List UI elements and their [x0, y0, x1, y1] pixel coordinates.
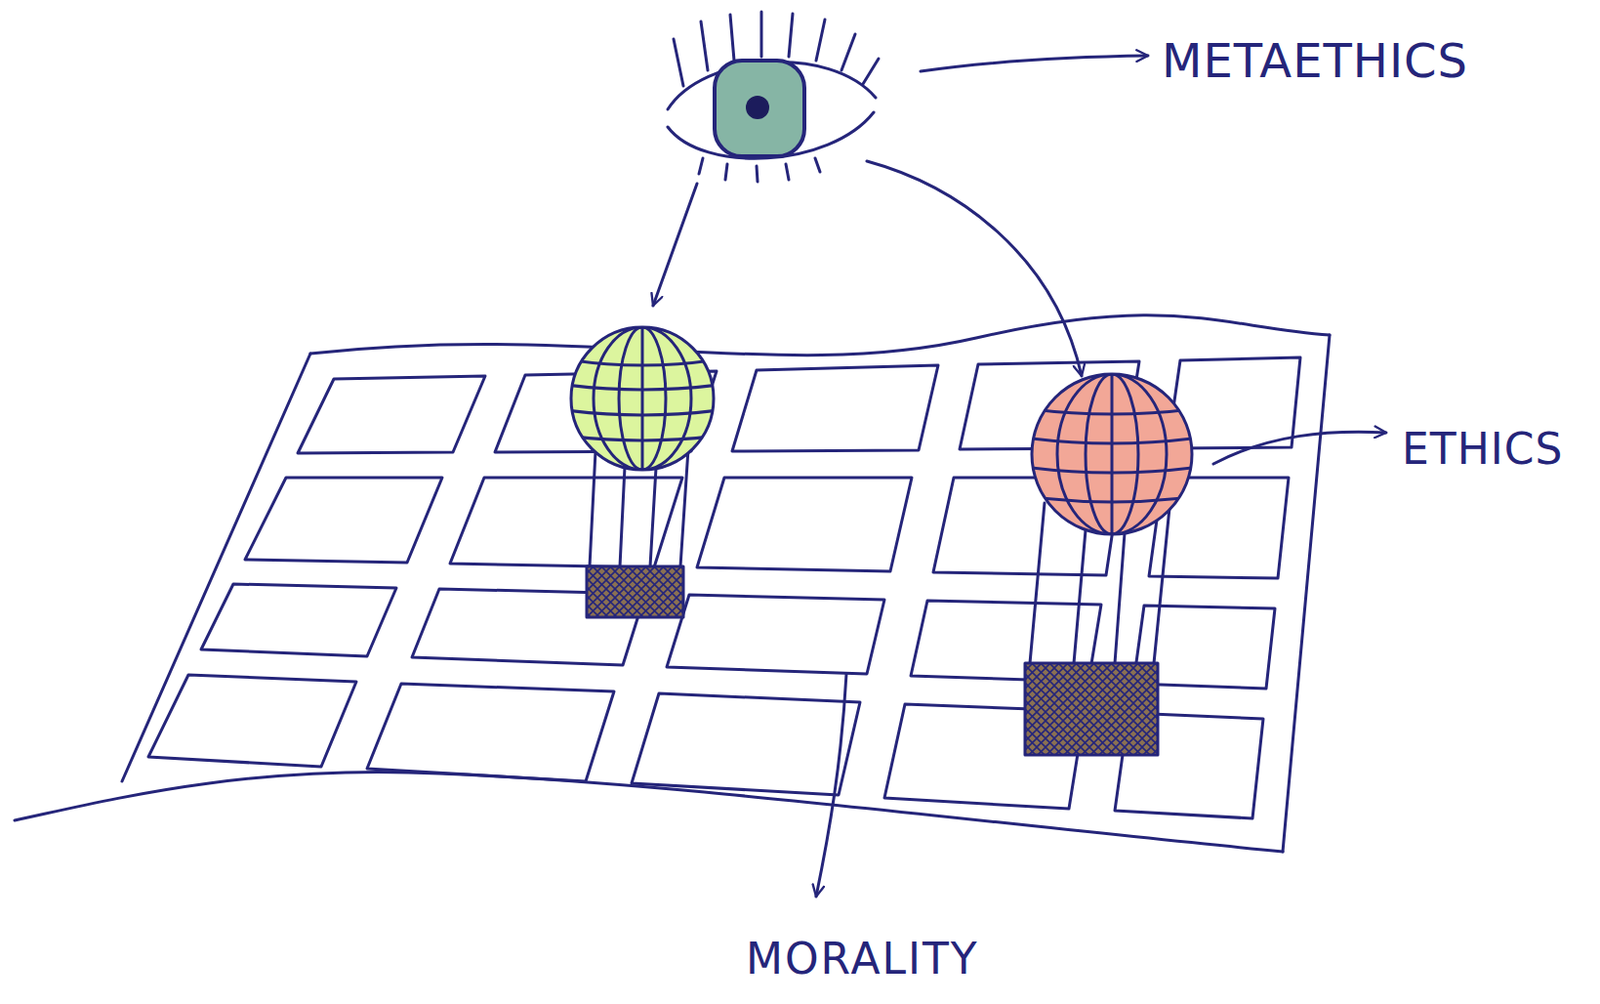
eyelash [841, 34, 856, 71]
eyelash [816, 19, 825, 61]
eyelashes [673, 11, 879, 182]
parallel [566, 359, 719, 366]
pupil [745, 95, 770, 120]
leader-arrow [816, 673, 847, 897]
city-block [245, 477, 443, 563]
parallel [1025, 495, 1199, 502]
parallel [566, 384, 719, 390]
balloon-outline [1031, 373, 1192, 534]
meridian [641, 322, 645, 475]
callout-label: MORALITY [745, 937, 980, 981]
meridian [1110, 370, 1114, 537]
green-balloon [566, 322, 719, 617]
city-block [450, 477, 683, 568]
eyelash [815, 158, 821, 172]
rope [1114, 533, 1125, 663]
map-edge [122, 353, 311, 781]
city-block [666, 594, 885, 674]
eyelash [760, 11, 764, 57]
city-block [201, 583, 397, 657]
city-block [631, 693, 861, 795]
city-block [148, 674, 357, 767]
map-edge [1282, 334, 1330, 852]
city-blocks [148, 357, 1301, 819]
eyelash [698, 158, 703, 174]
rope [1029, 502, 1045, 663]
rope [680, 449, 689, 567]
parallel [1025, 437, 1199, 444]
map-sheet [14, 315, 1330, 852]
gaze-arrow [653, 183, 698, 306]
rope [589, 451, 596, 567]
balloon-basket [586, 566, 684, 617]
eyelash [673, 39, 684, 86]
eye [667, 11, 879, 182]
basket-hatching [586, 566, 684, 617]
city-block [732, 365, 939, 452]
rope [619, 466, 625, 567]
city-block [297, 375, 486, 453]
callout-label: METAETHICS [1161, 37, 1469, 84]
eyelash [730, 14, 735, 61]
balloon-basket [1025, 662, 1158, 755]
leader-arrow [1213, 431, 1387, 464]
parallel [566, 410, 719, 415]
city-block [367, 683, 615, 781]
envelope-grid [566, 322, 719, 475]
iris [714, 60, 805, 157]
map-edge [310, 315, 1330, 356]
balloon-outline [571, 327, 714, 470]
city-block [697, 477, 912, 572]
eyelash [756, 165, 758, 182]
eyelash [785, 164, 789, 180]
rope [1153, 507, 1170, 663]
red-balloon [1025, 370, 1199, 755]
callout-label: ETHICS [1401, 427, 1563, 471]
eyelash [700, 21, 708, 71]
envelope-grid [1025, 370, 1199, 537]
rope [1073, 530, 1086, 663]
parallel [1025, 466, 1199, 473]
eyelash [725, 164, 728, 180]
rope [650, 467, 657, 567]
gaze-arrow [866, 161, 1082, 376]
pointer-arrows [653, 55, 1387, 897]
basket-hatching [1025, 662, 1158, 755]
leader-arrow [920, 55, 1149, 72]
eyelash [788, 13, 793, 57]
eyelash [862, 58, 879, 84]
parallel [566, 435, 719, 441]
parallel [1025, 408, 1199, 414]
